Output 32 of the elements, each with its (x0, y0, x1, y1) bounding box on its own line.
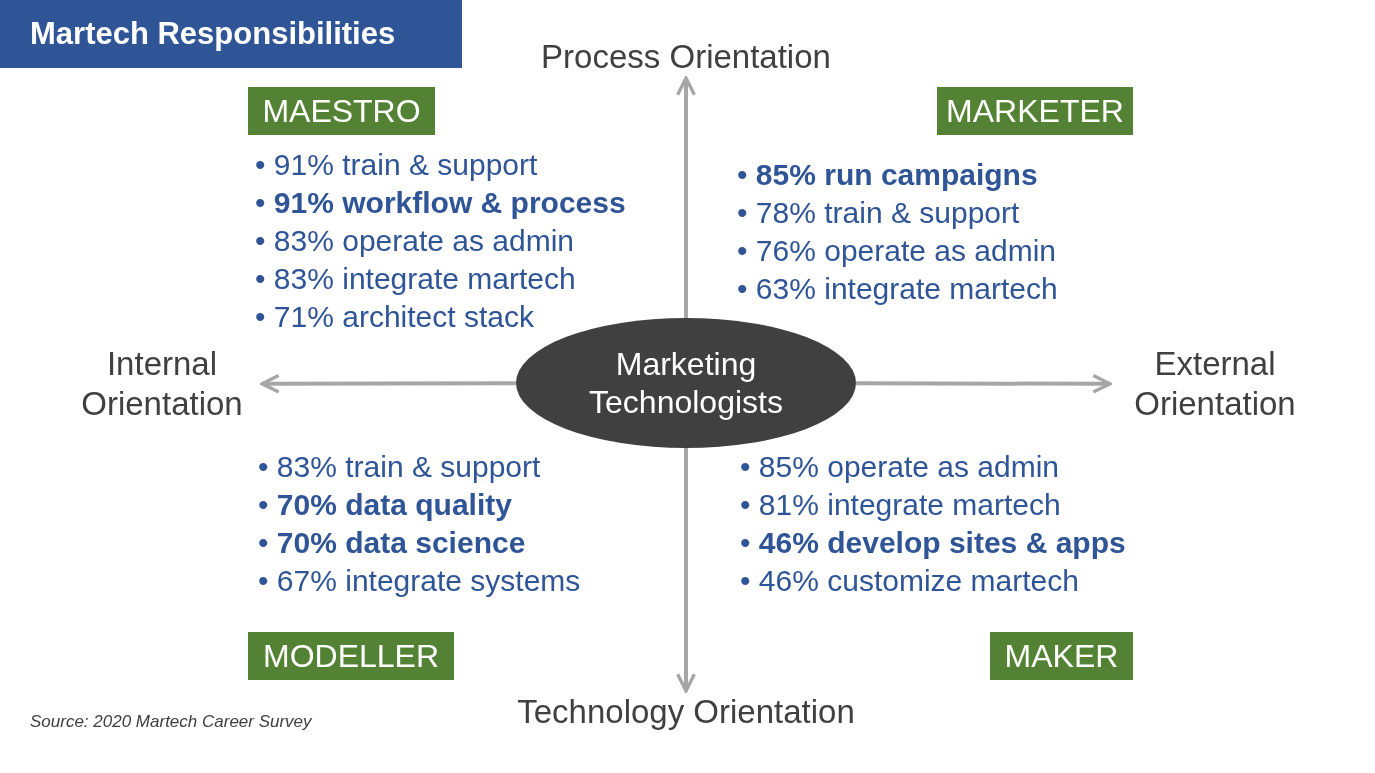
arrow (260, 373, 516, 394)
bullet-item: • 91% train & support (255, 147, 538, 183)
axis-label: External Orientation (1110, 343, 1320, 425)
bullet-item: • 81% integrate martech (740, 487, 1061, 523)
bullet-item: • 46% develop sites & apps (740, 525, 1126, 561)
role-label: MARKETER (937, 87, 1133, 135)
bullet-item: • 70% data quality (258, 487, 512, 523)
source-note: Source: 2020 Martech Career Survey (30, 712, 313, 732)
axis-label: Process Orientation (506, 36, 866, 78)
bullet-item: • 78% train & support (737, 195, 1020, 231)
role-label: MAESTRO (248, 87, 435, 135)
role-label: MAKER (990, 632, 1133, 680)
bullet-item: • 83% train & support (258, 449, 541, 485)
role-label: MODELLER (248, 632, 454, 680)
bullet-item: • 71% architect stack (255, 299, 534, 335)
arrow (676, 448, 696, 693)
title-banner: Martech Responsibilities (0, 0, 462, 68)
bullet-item: • 83% operate as admin (255, 223, 575, 259)
axis-label: Internal Orientation (62, 343, 262, 425)
bullet-item: • 85% run campaigns (737, 157, 1038, 193)
bullet-item: • 63% integrate martech (737, 271, 1058, 307)
bullet-item: • 85% operate as admin (740, 449, 1060, 485)
center-text: Marketing Technologists (588, 345, 784, 421)
bullet-item: • 91% workflow & process (255, 185, 626, 221)
arrow (856, 373, 1112, 394)
axis-label: Technology Orientation (470, 691, 902, 733)
bullet-item: • 67% integrate systems (258, 563, 581, 599)
bullet-item: • 76% operate as admin (737, 233, 1057, 269)
bullet-item: • 46% customize martech (740, 563, 1079, 599)
bullet-item: • 70% data science (258, 525, 526, 561)
arrow (676, 76, 696, 318)
bullet-item: • 83% integrate martech (255, 261, 576, 297)
